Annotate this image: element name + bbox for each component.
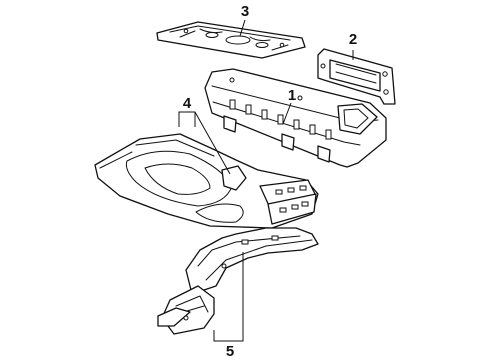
callout-2: 2 <box>349 31 357 48</box>
callout-3: 3 <box>241 3 249 20</box>
floor-pan-rear-rail <box>259 179 317 225</box>
callout-labels: 1 2 3 4 5 <box>183 3 357 360</box>
part-1-rear-panel <box>204 68 387 168</box>
rear-panel-slots <box>229 99 332 140</box>
part-4-floor-pan <box>94 133 319 229</box>
part-5-frame-rails <box>157 227 319 335</box>
callout-4: 4 <box>183 95 192 112</box>
rear-panel-tabs <box>223 115 331 163</box>
leader-5 <box>213 252 244 342</box>
leader-4-b <box>194 111 231 175</box>
leader-lines <box>178 19 354 342</box>
part-3-upper-panel <box>156 21 306 59</box>
callout-1: 1 <box>288 87 296 104</box>
leader-3 <box>239 19 246 37</box>
callout-5: 5 <box>226 343 234 360</box>
leader-1 <box>282 102 292 125</box>
part-2-bracket <box>317 48 396 105</box>
leader-4 <box>178 111 196 127</box>
